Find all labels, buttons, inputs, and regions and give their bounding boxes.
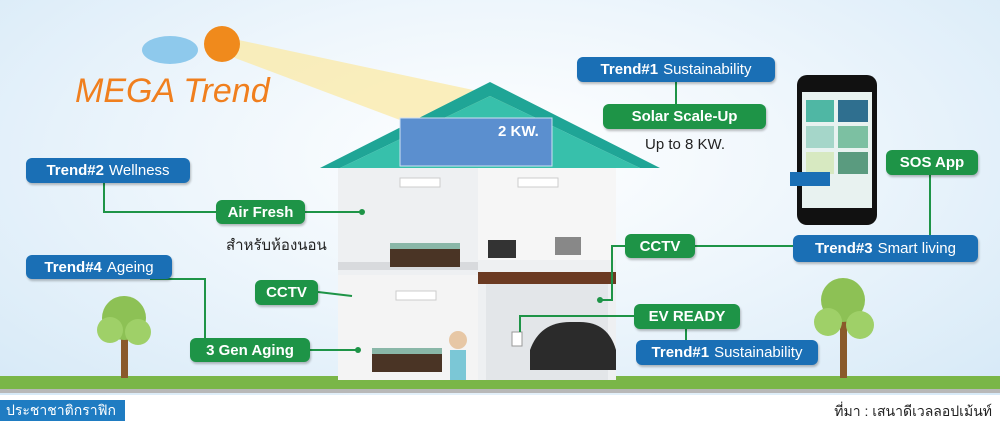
tree-left bbox=[97, 296, 151, 378]
car bbox=[530, 322, 616, 370]
cloud-icon bbox=[142, 36, 198, 64]
cctv-right-badge: CCTV bbox=[625, 234, 695, 258]
badge-tag: Trend#1 bbox=[651, 344, 710, 361]
sos-app-badge: SOS App bbox=[886, 150, 978, 175]
badge-tag: Trend#3 bbox=[815, 240, 873, 257]
ev-ready-badge: EV READY bbox=[634, 304, 740, 329]
air-fresh-badge: Air Fresh bbox=[216, 200, 305, 224]
ev-charger bbox=[511, 331, 523, 347]
air-fresh-subtext: สำหรับห้องนอน bbox=[226, 237, 327, 254]
cctv-left-badge: CCTV bbox=[255, 280, 318, 305]
sun-icon bbox=[204, 26, 240, 62]
badge-text: Wellness bbox=[108, 162, 170, 179]
badge-tag: Trend#4 bbox=[44, 258, 102, 276]
source-credit: ที่มา : เสนาดีเวลลอปเม้นท์ bbox=[834, 403, 992, 419]
badge-text: Sustainability bbox=[714, 344, 803, 361]
tree-right bbox=[814, 278, 874, 378]
solar-subtext: Up to 8 KW. bbox=[645, 136, 726, 153]
mega-trend-title: MEGA Trend bbox=[75, 72, 270, 110]
3-gen-aging-badge: 3 Gen Aging bbox=[190, 338, 310, 362]
badge-tag: Trend#1 bbox=[600, 61, 659, 78]
grass bbox=[0, 376, 1000, 390]
badge-text: Smart living bbox=[877, 240, 956, 257]
badge-tag: Trend#2 bbox=[46, 162, 104, 179]
badge-text: Ageing bbox=[106, 258, 154, 276]
smartphone bbox=[790, 75, 877, 225]
brand-label: ประชาชาติกราฟิก bbox=[0, 400, 125, 421]
panel-capacity-label: 2 KW. bbox=[498, 123, 539, 140]
badge-text: Sustainability bbox=[663, 61, 752, 78]
house-illustration bbox=[0, 26, 1000, 393]
solar-panel bbox=[399, 117, 553, 167]
solar-scale-up-badge: Solar Scale-Up bbox=[603, 104, 766, 129]
